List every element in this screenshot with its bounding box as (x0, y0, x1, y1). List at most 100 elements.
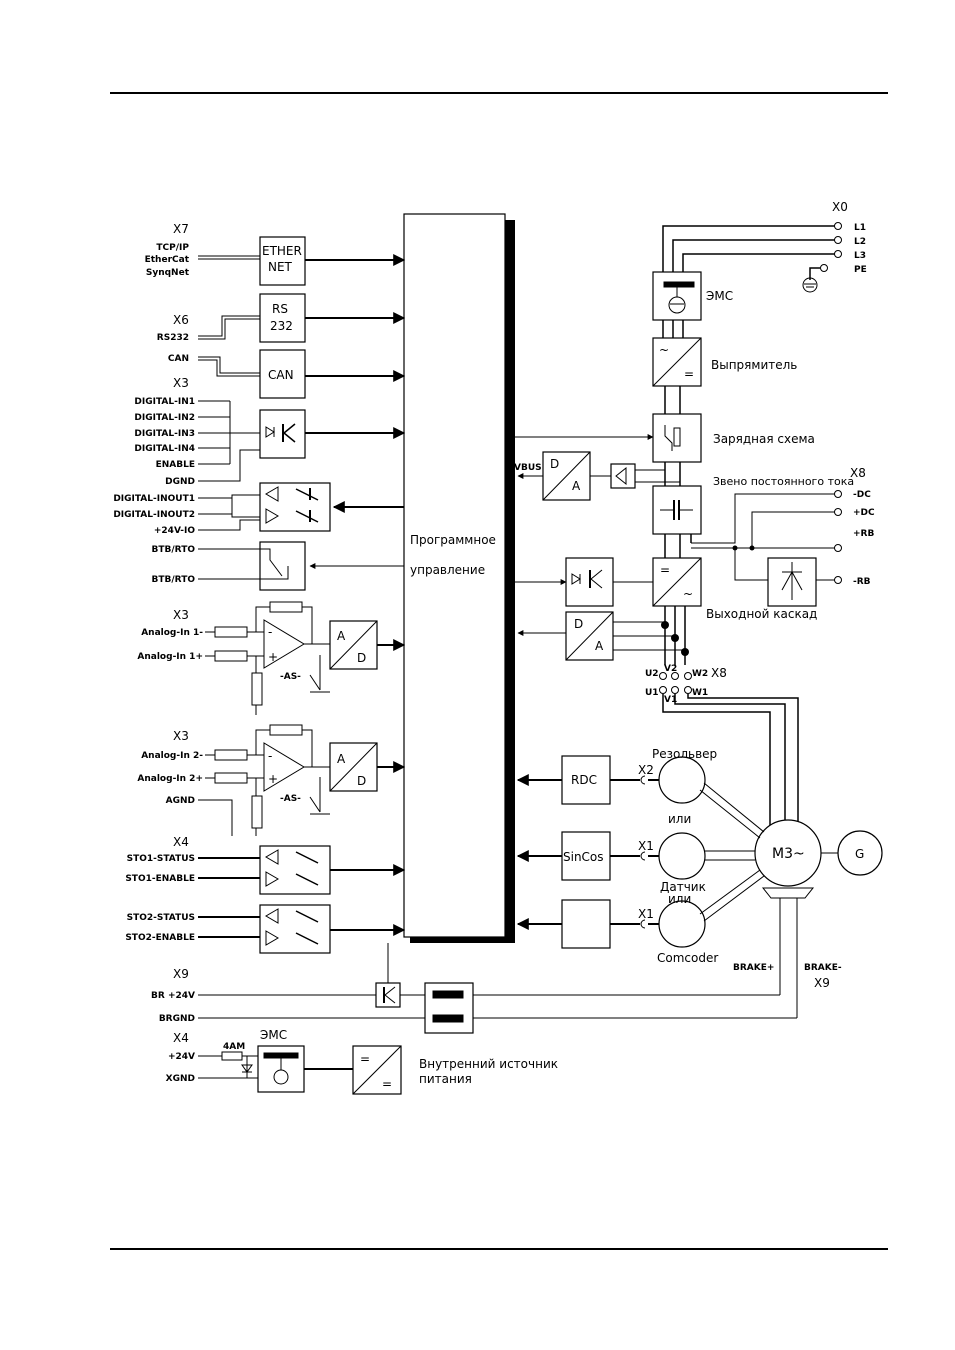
left-ain2m: Analog-In 2- (141, 751, 203, 761)
right-v1: V1 (664, 695, 677, 705)
right-u1: U1 (645, 688, 659, 698)
int-psu-label-2: питания (419, 1072, 472, 1086)
connectors-x3c: X3 (173, 729, 189, 743)
motor-label: M3~ (772, 846, 805, 862)
x8-bottom-label: X8 (711, 666, 727, 680)
motor (754, 819, 883, 960)
sincos-label: SinCos (563, 850, 604, 864)
optocoupler-icon (265, 423, 296, 443)
left-p24: +24V (168, 1052, 195, 1062)
vbus-adc (517, 451, 680, 501)
svg-text:+: + (268, 650, 278, 664)
analog-1-labels: -+ A D -AS- (268, 625, 366, 682)
blocks-eq: = (684, 367, 694, 381)
left-btb1: BTB/RTO (152, 545, 196, 555)
left-dio2: DIGITAL-INOUT2 (113, 510, 195, 520)
connectors-x9a: X9 (173, 967, 189, 981)
rdc-label: RDC (571, 773, 597, 787)
blocks-tilde: ~ (683, 587, 693, 601)
left-brgnd: BRGND (159, 1014, 195, 1024)
right-brake_p: BRAKE+ (733, 963, 774, 973)
ground-icon (802, 277, 818, 293)
emc-bottom-label: ЭМС (260, 1028, 287, 1042)
left-dgnd: DGND (165, 477, 195, 487)
charge-circuit-block (515, 413, 702, 463)
right-or1: или (668, 812, 691, 826)
connectors-x2: X2 (638, 763, 654, 777)
ad1-d: D (357, 651, 366, 665)
connectors-x3a: X3 (173, 376, 189, 390)
sto-blocks (198, 845, 406, 954)
ad2-a: A (337, 752, 346, 766)
right-pe: PE (854, 265, 867, 275)
encoder-label: Датчик (660, 880, 706, 894)
blocks-da_a: A (572, 479, 581, 493)
as-label-1: -AS- (280, 672, 301, 682)
right-l3: L3 (854, 251, 866, 261)
right-u2: U2 (645, 669, 659, 679)
output-stage (515, 557, 702, 665)
left-sto1s: STO1-STATUS (127, 854, 195, 864)
blocks-tilde: ~ (659, 343, 669, 357)
can-block-label: CAN (268, 368, 294, 382)
connectors-x6: X6 (173, 313, 189, 327)
current-feedback-adc (517, 611, 685, 661)
connectors-x3b: X3 (173, 608, 189, 622)
prog-label-2: управление (410, 563, 485, 577)
x0-label: X0 (832, 200, 848, 214)
prog-label-1: Программное (410, 533, 496, 547)
analog-input-2 (198, 724, 406, 836)
generator-label: G (855, 847, 864, 861)
left-din1: DIGITAL-IN1 (134, 397, 195, 407)
rs-label-2: 232 (270, 319, 293, 333)
x9-right-label: X9 (814, 976, 830, 990)
blocks-da_d: D (574, 617, 583, 631)
svg-text:-: - (268, 749, 272, 763)
left-ain1m: Analog-In 1- (141, 628, 203, 638)
left-v24io: +24V-IO (154, 526, 195, 536)
left-dio1: DIGITAL-INOUT1 (113, 494, 195, 504)
left-sto2e: STO2-ENABLE (125, 933, 195, 943)
ad2-d: D (357, 774, 366, 788)
right-w2: W2 (692, 669, 708, 679)
rs-label-1: RS (272, 302, 288, 316)
internal-psu (198, 1045, 402, 1095)
connectors-x4a: X4 (173, 835, 189, 849)
right-dcm: -DC (853, 490, 871, 500)
int-psu-label-1: Внутренний источник (419, 1057, 558, 1071)
fuse-label: 4AM (223, 1042, 245, 1052)
rectifier-block (652, 337, 702, 387)
connectors-x7: X7 (173, 222, 189, 236)
bidirectional-opto-icon (265, 486, 319, 524)
left-tcpip: TCP/IP (156, 243, 189, 253)
left-can: CAN (168, 354, 189, 364)
connectors-x1b: X1 (638, 907, 654, 921)
power-rails (662, 225, 835, 558)
left-rs232: RS232 (157, 333, 189, 343)
analog-2-labels: - + A D -AS- (268, 749, 366, 804)
feedback-sensors (516, 755, 765, 949)
rectifier-label: Выпрямитель (711, 358, 797, 372)
blocks-da_d: D (550, 457, 559, 471)
left-sto2s: STO2-STATUS (127, 913, 195, 923)
ether-label-2: NET (268, 260, 293, 274)
program-control-block: Программное управление (403, 213, 515, 943)
left-pin-labels: TCP/IP EtherCat SynqNet RS232 CAN DIGITA… (113, 243, 203, 1084)
left-btb2: BTB/RTO (152, 575, 196, 585)
left-ain1p: Analog-In 1+ (137, 652, 203, 662)
charge-label: Зарядная схема (713, 432, 815, 446)
x8-top-label: X8 (850, 466, 866, 480)
output-stage-label: Выходной каскад (706, 607, 817, 621)
emc-filter-top (652, 271, 702, 321)
connectors-x1a: X1 (638, 839, 654, 853)
left-connector-labels: X7 X6 X3 X3 X3 X4 X9 X4 (173, 222, 189, 1045)
dc-link-block (652, 485, 835, 607)
blocks-da_a: A (595, 639, 604, 653)
as-label-2: -AS- (280, 794, 301, 804)
analog-input-1 (205, 601, 406, 715)
svg-text:+: + (268, 772, 278, 786)
psu-eq-2: = (382, 1077, 392, 1091)
motor-wiring (662, 694, 799, 830)
left-xgnd: XGND (166, 1074, 195, 1084)
left-ain2p: Analog-In 2+ (137, 774, 203, 784)
